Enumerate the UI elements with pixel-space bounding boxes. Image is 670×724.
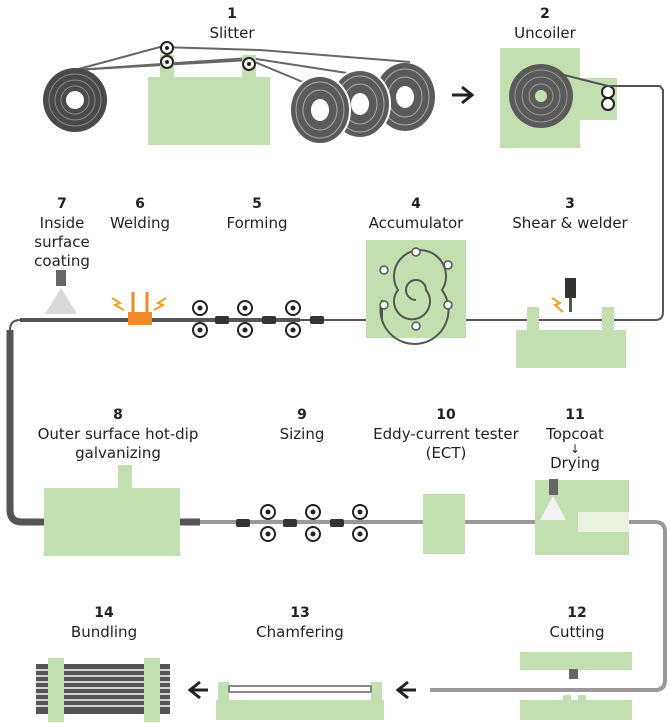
step-number: 4 bbox=[411, 196, 421, 212]
ect-machine bbox=[423, 494, 465, 554]
chamfering-machine bbox=[216, 682, 384, 720]
tube-bundle bbox=[36, 658, 170, 722]
step-12-label: 12 Cutting bbox=[550, 604, 605, 642]
strip-path bbox=[9, 73, 666, 691]
forming-rollers bbox=[192, 300, 324, 338]
step-2-label: 2 Uncoiler bbox=[514, 5, 576, 43]
step-4-label: 4 Accumulator bbox=[369, 195, 464, 233]
spray-nozzle-icon bbox=[540, 496, 566, 520]
welding-coil bbox=[111, 292, 167, 325]
step-text: Accumulator bbox=[368, 214, 464, 232]
down-arrow-icon: ↓ bbox=[569, 442, 581, 456]
step-3-label: 3 Shear & welder bbox=[512, 195, 627, 233]
coil-icon bbox=[509, 64, 573, 128]
flow-arrow-icon bbox=[187, 680, 208, 700]
roller-icon bbox=[379, 247, 453, 331]
cutting-machine bbox=[520, 652, 632, 720]
spark-icon bbox=[551, 297, 564, 313]
step-text: Drying bbox=[550, 454, 600, 472]
coil-icon bbox=[43, 68, 107, 132]
step-number: 1 bbox=[227, 6, 237, 22]
step-text: Inside bbox=[39, 214, 85, 232]
step-14-label: 14 Bundling bbox=[71, 604, 137, 642]
roller-icon bbox=[160, 41, 256, 71]
tube-line-left bbox=[6, 330, 200, 526]
step-text: Outer surface hot-dip bbox=[37, 425, 199, 443]
step-text: coating bbox=[34, 252, 90, 270]
flow-arrow-icon bbox=[452, 85, 475, 105]
step-number: 6 bbox=[135, 196, 145, 212]
step-number: 8 bbox=[113, 407, 123, 423]
step-11-label: 11 Topcoat ↓ Drying bbox=[546, 406, 604, 473]
step-text: Topcoat bbox=[546, 425, 604, 443]
step-number: 2 bbox=[540, 6, 550, 22]
step-9-label: 9 Sizing bbox=[280, 406, 325, 444]
galvanizing-bath bbox=[44, 465, 180, 556]
slitter-machine bbox=[43, 41, 435, 145]
roller-icon bbox=[236, 504, 368, 542]
topcoat-drying-machine bbox=[535, 479, 629, 555]
step-text: Bundling bbox=[70, 623, 138, 641]
step-text: Forming bbox=[226, 214, 288, 232]
step-number: 7 bbox=[57, 196, 67, 212]
flow-arrow-icon bbox=[395, 680, 416, 700]
step-number: 3 bbox=[565, 196, 575, 212]
coil-icon bbox=[289, 63, 435, 145]
step-10-label: 10 Eddy-current tester (ECT) bbox=[373, 406, 519, 463]
step-text: Uncoiler bbox=[514, 24, 576, 42]
step-text: Sizing bbox=[279, 425, 325, 443]
spark-icon bbox=[111, 297, 167, 311]
step-5-label: 5 Forming bbox=[227, 195, 288, 233]
step-number: 9 bbox=[297, 407, 307, 423]
step-number: 11 bbox=[565, 407, 585, 423]
step-13-label: 13 Chamfering bbox=[256, 604, 344, 642]
step-1-label: 1 Slitter bbox=[209, 5, 254, 43]
step-number: 12 bbox=[567, 605, 587, 621]
step-number: 10 bbox=[436, 407, 456, 423]
step-text: Slitter bbox=[209, 24, 255, 42]
sizing-rollers bbox=[236, 504, 368, 542]
step-text: Welding bbox=[109, 214, 171, 232]
spray-nozzle-icon bbox=[45, 270, 77, 314]
roller-icon bbox=[192, 300, 324, 338]
step-number: 5 bbox=[252, 196, 262, 212]
step-6-label: 6 Welding bbox=[110, 195, 170, 233]
step-8-label: 8 Outer surface hot-dip galvanizing bbox=[38, 406, 199, 463]
shear-welder-machine bbox=[516, 278, 626, 368]
step-text: Shear & welder bbox=[512, 214, 628, 232]
step-7-label: 7 Inside surface coating bbox=[34, 195, 90, 271]
tube-line-lower bbox=[200, 520, 667, 692]
step-text: Chamfering bbox=[256, 623, 344, 641]
step-number: 14 bbox=[94, 605, 114, 621]
step-text: surface bbox=[34, 233, 90, 251]
step-text: Cutting bbox=[549, 623, 605, 641]
step-number: 13 bbox=[290, 605, 310, 621]
step-text: (ECT) bbox=[425, 444, 467, 462]
uncoiler-machine bbox=[500, 48, 617, 148]
accumulator-machine bbox=[366, 240, 466, 345]
step-text: Eddy-current tester bbox=[373, 425, 519, 443]
step-text: galvanizing bbox=[75, 444, 161, 462]
